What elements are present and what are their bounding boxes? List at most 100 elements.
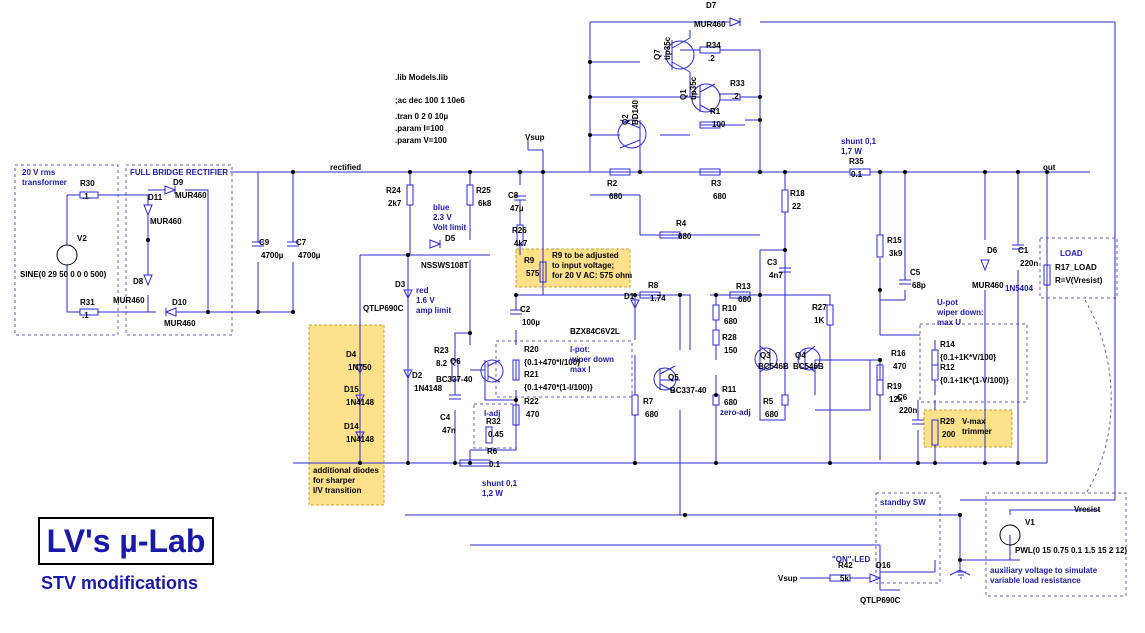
r9-note-text: to input voltage; (552, 261, 614, 270)
ref-R25: R25 (476, 186, 491, 195)
val-R18: 22 (792, 202, 801, 211)
val-R31: .1 (82, 311, 89, 320)
directive-2: .tran 0 2 0 10µ (395, 112, 448, 121)
val-R30: .1 (82, 192, 89, 201)
v2-source (56, 244, 78, 266)
ref-Q6: Q6 (450, 357, 461, 366)
val-R3: 680 (713, 192, 727, 201)
ref-C1: C1 (1018, 246, 1029, 255)
ref-C5: C5 (910, 268, 921, 277)
ref-R42: R42 (838, 561, 853, 570)
val-D10: MUR460 (164, 319, 196, 328)
blue-led-note: blue (433, 203, 450, 212)
junctions (146, 60, 1049, 562)
val-R22: 470 (526, 410, 540, 419)
net-out: out (1043, 163, 1056, 172)
val-R34: .2 (708, 54, 715, 63)
blue-led-note: Volt limit (433, 223, 467, 232)
ref-D6: D6 (987, 246, 998, 255)
ref-R31: R31 (80, 298, 95, 307)
ipot-label: I-pot: (570, 345, 590, 354)
val-R17: R=V(Vresist) (1055, 276, 1103, 285)
ref-R18: R18 (790, 189, 805, 198)
aux-label: variable load resistance (990, 576, 1081, 585)
ref-C2: C2 (520, 305, 531, 314)
val-D7: MUR460 (694, 20, 726, 29)
val-D11: MUR460 (150, 217, 182, 226)
ref-R14: R14 (940, 340, 955, 349)
val-Q3: BC546B (758, 362, 789, 371)
val-D4: 1N750 (348, 363, 372, 372)
val-R28: 150 (724, 346, 738, 355)
shunt2-note: shunt 0,1 (482, 479, 518, 488)
ref-R2: R2 (607, 179, 618, 188)
rectifier-label: FULL BRIDGE RECTIFIER (130, 168, 228, 177)
val-R6: 0.1 (489, 460, 501, 469)
diodes-note-text: for sharper (313, 476, 355, 485)
red-led-note: amp limit (416, 306, 451, 315)
val-R16: 470 (893, 362, 907, 371)
zero-adj-note: zero-adj (720, 408, 751, 417)
diodes (143, 17, 990, 583)
ref-C9: C9 (259, 238, 270, 247)
upot-label: max U (937, 318, 961, 327)
red-led-note: red (416, 286, 429, 295)
ref-D9: D9 (173, 178, 184, 187)
brand-subtitle: STV modifications (41, 573, 199, 593)
ref-C8: C8 (508, 191, 519, 200)
val-D15: 1N4148 (346, 398, 375, 407)
ground-symbol (949, 569, 971, 576)
net-vresist: Vresist (1074, 505, 1101, 514)
ipot-label: wiper down (569, 355, 614, 364)
ref-R9: R9 (524, 256, 535, 265)
r9-note-text: for 20 V AC: 575 ohm (552, 271, 632, 280)
val-C1: 220n (1020, 259, 1038, 268)
ref-R28: R28 (722, 333, 737, 342)
ref-D15: D15 (344, 385, 359, 394)
transformer-label: transformer (22, 178, 67, 187)
ref-Q7: Q7 (653, 49, 662, 60)
iadj-label: I-adj (484, 409, 500, 418)
upot-label: U-pot (937, 298, 958, 307)
diodes-note-text: additional diodes (313, 466, 379, 475)
ref-D1: D1 (624, 292, 635, 301)
net-vsup-on: Vsup (778, 574, 798, 583)
ref-D4: D4 (346, 350, 357, 359)
aux-label: auxiliary voltage to simulate (990, 566, 1098, 575)
ref-D10: D10 (172, 298, 187, 307)
transistors (480, 30, 821, 393)
ref-D5: D5 (445, 234, 456, 243)
val-R14: {0.1+1K*V/100} (940, 353, 996, 362)
ref-R10: R10 (722, 304, 737, 313)
val-R11: 680 (724, 398, 738, 407)
blue-led-note: 2.3 V (433, 213, 452, 222)
val-C7: 4700µ (298, 251, 321, 260)
transformer-label: 20 V rms (22, 168, 56, 177)
val-R21: {0.1+470*(1-I/100)} (524, 383, 593, 392)
load-box (1039, 237, 1118, 299)
ref-D16: D16 (876, 561, 891, 570)
brand-title: LV's µ-Lab (38, 517, 214, 565)
shunt2-note: 1,2 W (482, 489, 503, 498)
val-C4: 47n (442, 426, 456, 435)
net-rectified: rectified (330, 163, 361, 172)
val-R20: {0.1+470*I/100} (524, 358, 580, 367)
val-R9: 575 (526, 269, 540, 278)
ref-R24: R24 (386, 186, 401, 195)
ipot-label: max I (570, 365, 590, 374)
ref-Q5: Q5 (668, 373, 679, 382)
val-R2: 680 (609, 192, 623, 201)
val-D3: QTLP690C (363, 304, 404, 313)
directive-1: ;ac dec 100 1 10e6 (395, 96, 465, 105)
ref-R22: R22 (524, 397, 539, 406)
directive-4: .param V=100 (395, 136, 447, 145)
val-R19: 12k (889, 395, 903, 404)
ref-R20: R20 (524, 345, 539, 354)
val-R5: 680 (765, 410, 779, 419)
ref-R15: R15 (887, 236, 902, 245)
r9-note (515, 248, 631, 288)
ref-R5: R5 (763, 397, 774, 406)
ref-R30: R30 (80, 179, 95, 188)
val-R42: 5k (840, 574, 849, 583)
diodes-note-text: I/V transition (313, 486, 362, 495)
